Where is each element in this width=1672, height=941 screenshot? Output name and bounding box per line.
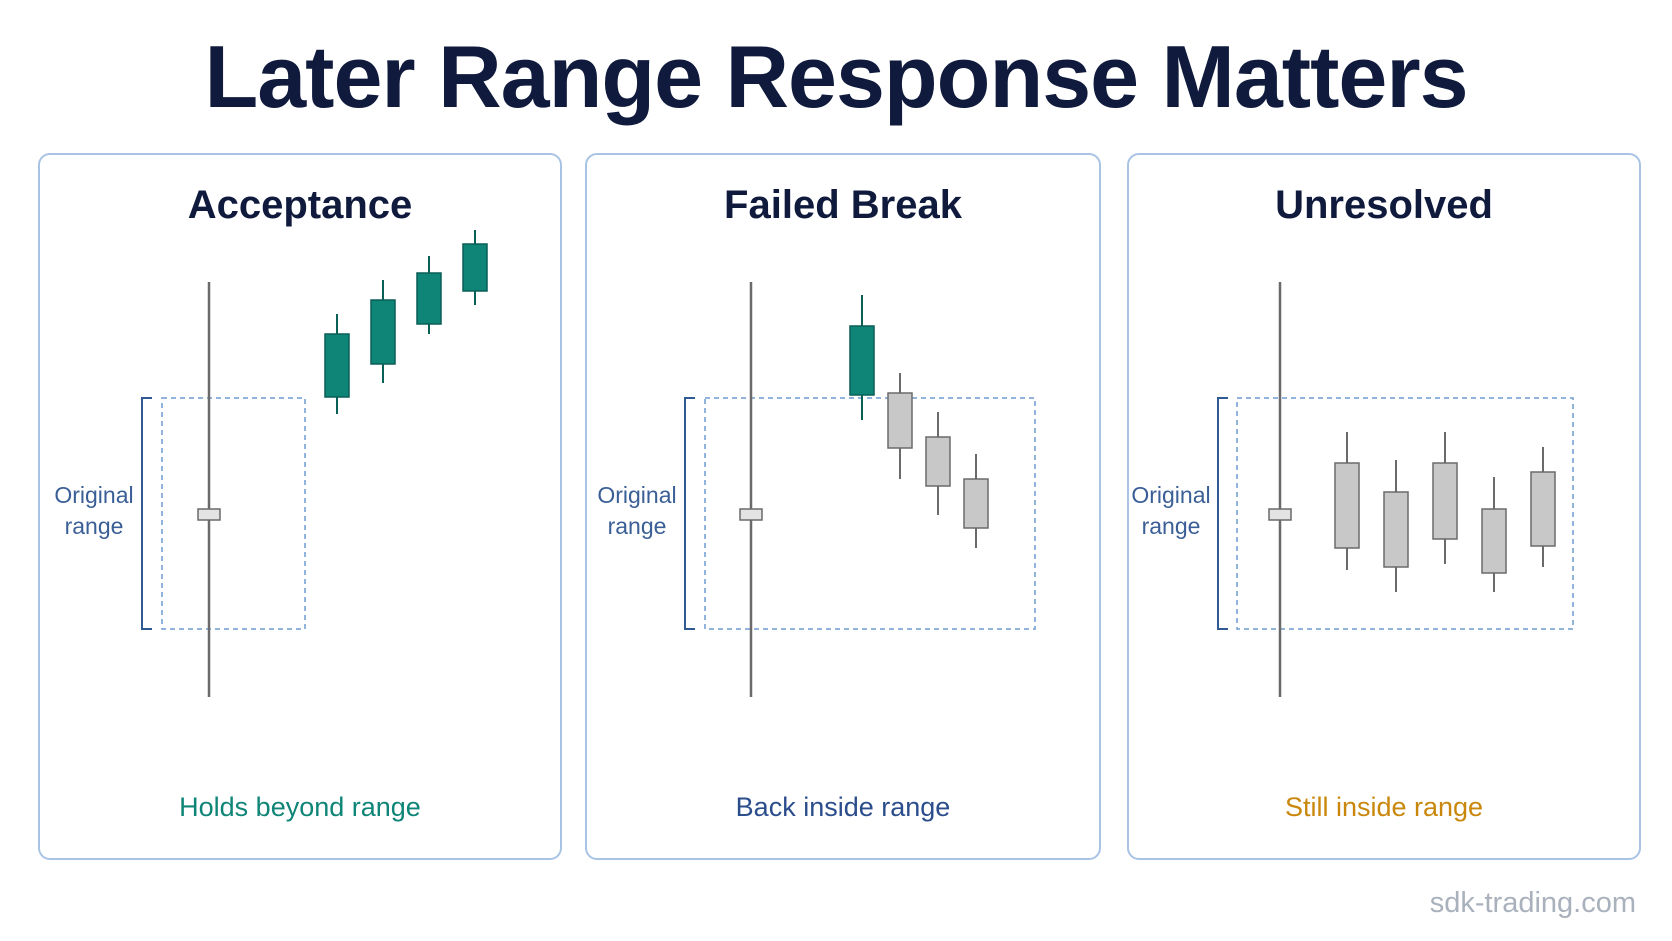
panel-title: Failed Break	[724, 183, 962, 227]
original-range-box	[1236, 397, 1574, 630]
original-range-box	[704, 397, 1036, 630]
original-range-box	[161, 397, 306, 630]
candle-body	[887, 392, 913, 449]
range-label-line1: Original	[597, 482, 677, 508]
panel-caption: Back inside range	[735, 792, 951, 822]
range-bracket	[141, 397, 152, 630]
range-label-line2: range	[1141, 513, 1201, 539]
panel-caption: Holds beyond range	[179, 792, 421, 822]
range-label: Original range	[1121, 480, 1221, 542]
panel-unresolved: Unresolved Original range Still inside r…	[1127, 153, 1641, 860]
candle-body	[1432, 462, 1458, 540]
candle-body	[462, 243, 488, 292]
candle-body	[1383, 491, 1409, 568]
candle-body	[1481, 508, 1507, 574]
candle-body	[1334, 462, 1360, 549]
candlestick-diagram	[141, 230, 488, 697]
range-label-line1: Original	[54, 482, 134, 508]
range-label: Original range	[587, 480, 687, 542]
page-title: Later Range Response Matters	[204, 27, 1468, 126]
range-label-line1: Original	[1131, 482, 1211, 508]
candle-body	[370, 299, 396, 365]
candle-body	[963, 478, 989, 529]
range-bracket	[684, 397, 695, 630]
candle-body	[416, 272, 442, 325]
reference-doji	[1268, 508, 1292, 521]
candle-body	[324, 333, 350, 398]
panel-title: Acceptance	[187, 183, 413, 227]
reference-doji	[197, 508, 221, 521]
candle-body	[1530, 471, 1556, 547]
panel-caption: Still inside range	[1284, 792, 1484, 822]
candle-body	[849, 325, 875, 396]
panel-failed-break: Failed Break Original range Back inside …	[585, 153, 1101, 860]
panel-title: Unresolved	[1275, 183, 1493, 227]
range-label-line2: range	[64, 513, 124, 539]
panel-acceptance: Acceptance Original range Holds beyond r…	[38, 153, 562, 860]
range-bracket	[1217, 397, 1228, 630]
reference-doji	[739, 508, 763, 521]
range-label-line2: range	[607, 513, 667, 539]
candle-body	[925, 436, 951, 487]
candlestick-diagram	[1217, 282, 1574, 697]
watermark: sdk-trading.com	[1429, 887, 1636, 919]
candlestick-diagram	[684, 282, 1036, 697]
range-label: Original range	[44, 480, 144, 542]
